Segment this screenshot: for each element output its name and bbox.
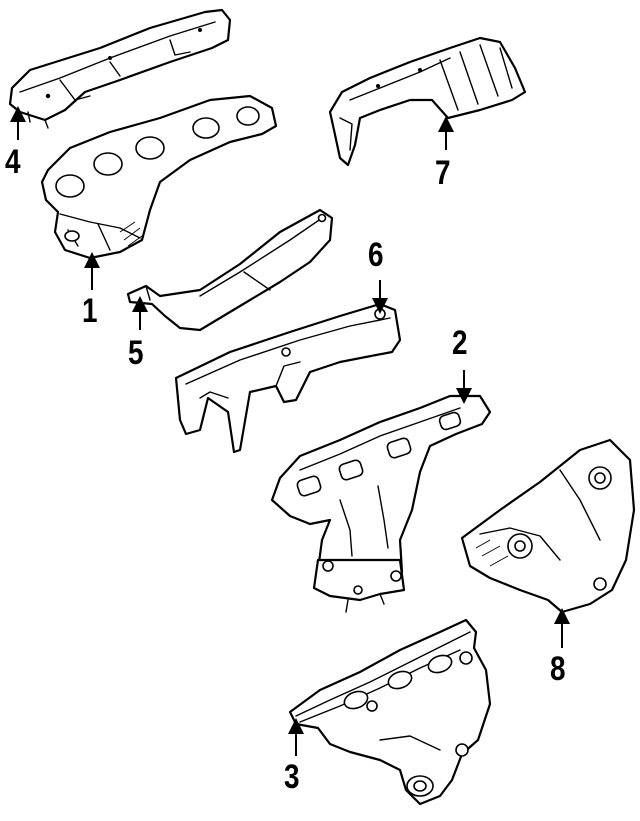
callout-4: 4 [5,143,21,181]
part-6-heat-shield-lower [174,302,402,454]
callout-5: 5 [128,334,144,372]
part-4-heat-shield-upper [8,8,232,129]
callout-6: 6 [368,236,384,274]
callout-3: 3 [284,758,300,796]
part-5-heat-shield-middle [126,208,334,332]
callout-1: 1 [82,292,98,330]
leader-lines [10,106,570,756]
callout-8: 8 [550,650,566,688]
part-3-exhaust-manifold-lower [288,618,492,806]
part-1-exhaust-manifold [40,94,278,260]
callout-7: 7 [435,154,451,192]
callout-2: 2 [452,324,468,362]
part-7-heat-shield-right [328,36,527,167]
part-2-exhaust-manifold [270,394,492,613]
part-8-manifold-heat-shield [460,438,636,614]
